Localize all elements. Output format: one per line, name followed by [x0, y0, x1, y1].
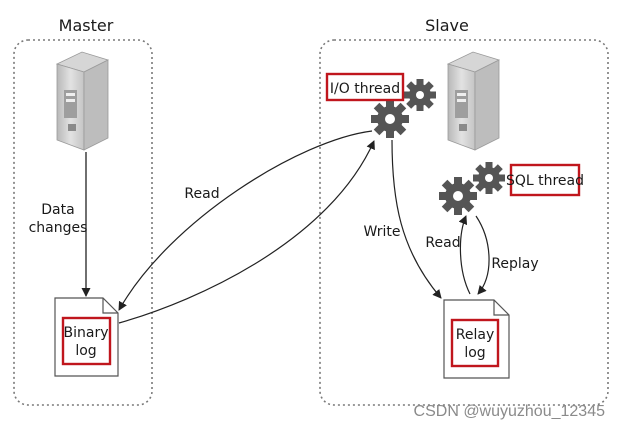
slave-panel: Slave — [319, 16, 609, 406]
read-slave-label: Read — [425, 235, 460, 251]
io-gear-small-icon — [404, 79, 436, 111]
io-gear-large-icon — [371, 100, 409, 138]
watermark-text: CSDN @wuyuzhou_12345 — [414, 403, 606, 420]
read-request-arrow — [118, 130, 373, 311]
sql-thread-box — [509, 163, 581, 197]
read-response-arrow — [118, 140, 375, 324]
write-label: Write — [364, 224, 401, 240]
sql-thread-gears-icon — [439, 162, 505, 215]
binary-log-highlight — [61, 316, 112, 366]
master-panel: Master — [13, 16, 153, 406]
master-server-icon — [55, 51, 110, 151]
write-arrow — [391, 139, 442, 299]
master-title: Master — [59, 16, 114, 35]
replay-label: Replay — [491, 256, 538, 272]
sql-read-arrow — [458, 215, 471, 295]
slave-panel-border — [319, 39, 609, 406]
io-thread-box — [325, 72, 405, 102]
replay-arrow — [475, 215, 490, 295]
data-changes-label-line2: changes — [29, 220, 88, 236]
io-thread-gears-icon — [371, 79, 436, 138]
sql-gear-large-icon — [439, 177, 477, 215]
sql-gear-small-icon — [473, 162, 505, 194]
relay-log-highlight — [450, 318, 500, 368]
slave-server-icon — [446, 51, 501, 151]
data-changes-label-line1: Data — [41, 202, 74, 218]
binary-log-label-line1: Binary — [64, 325, 109, 341]
relay-log-label-line1: Relay — [456, 327, 494, 343]
binary-log-document: Binary log — [54, 297, 119, 377]
read-master-label: Read — [184, 186, 219, 202]
master-panel-border — [13, 39, 153, 406]
relay-log-label-line2: log — [464, 345, 485, 361]
sql-thread-label: SQL thread — [506, 173, 584, 189]
relay-log-document: Relay log — [443, 299, 510, 379]
binary-log-label-line2: log — [75, 343, 96, 359]
io-thread-label: I/O thread — [330, 81, 400, 97]
slave-title: Slave — [425, 16, 469, 35]
